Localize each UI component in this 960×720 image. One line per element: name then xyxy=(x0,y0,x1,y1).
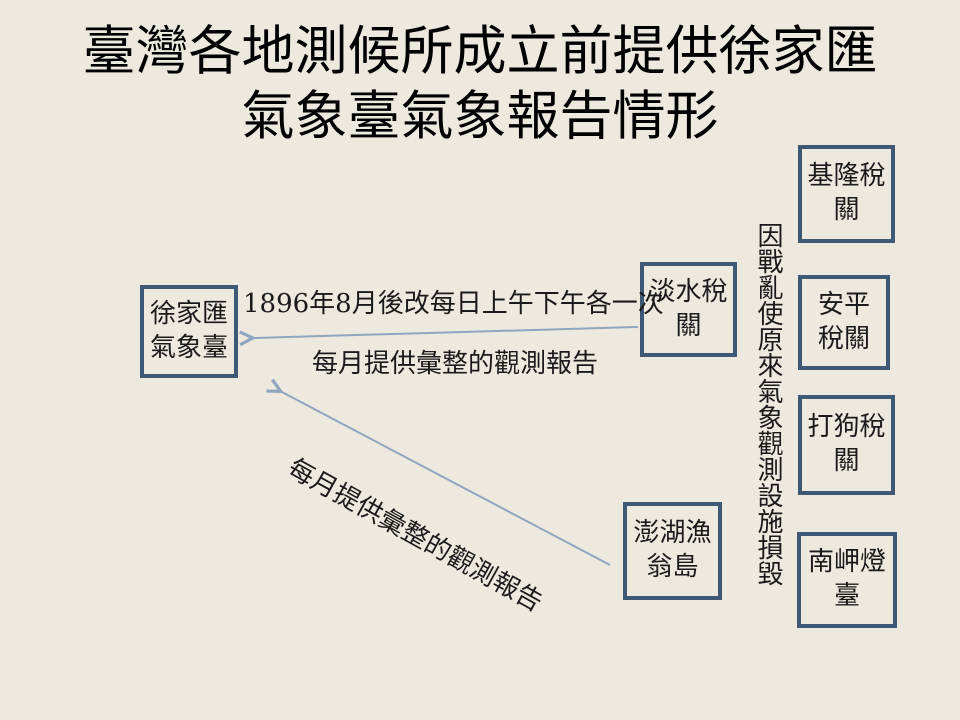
box-takow-line1: 打狗稅 xyxy=(807,412,886,443)
box-keelung-customs: 基隆稅 關 xyxy=(798,145,895,243)
box-takow-line2: 關 xyxy=(833,446,860,476)
box-xujiahui-observatory: 徐家匯 氣象臺 xyxy=(140,285,238,378)
slide-title-line2: 氣象臺氣象報告情形 xyxy=(241,85,719,147)
box-anping-customs: 安平 稅關 xyxy=(798,275,890,370)
label-monthly-report-tamsui: 每月提供彙整的觀測報告 xyxy=(312,349,599,379)
box-south-cape-line2: 臺 xyxy=(833,581,860,611)
box-tamsui-line2: 關 xyxy=(675,310,702,341)
box-tamsui-line1: 淡水稅 xyxy=(649,276,728,307)
arrow-tamsui-to-shanghai xyxy=(252,326,639,338)
box-anping-line2: 稅關 xyxy=(817,323,870,354)
label-monthly-report-penghu: 每月提供彙整的觀測報告 xyxy=(282,453,548,619)
box-south-cape-line1: 南岬燈 xyxy=(807,547,886,578)
slide-title: 臺灣各地測候所成立前提供徐家匯 氣象臺氣象報告情形 xyxy=(0,20,960,149)
box-xujiahui-line1: 徐家匯 xyxy=(149,298,228,329)
label-1896-schedule: 1896年8月後改每日上午下午各一次 xyxy=(243,289,664,319)
box-takow-customs: 打狗稅 關 xyxy=(798,395,895,495)
box-anping-line1: 安平 xyxy=(817,289,870,320)
slide-title-line1: 臺灣各地測候所成立前提供徐家匯 xyxy=(82,21,878,82)
box-penghu-line1: 澎湖漁 xyxy=(633,518,712,549)
box-penghu-yuwengdao: 澎湖漁 翁島 xyxy=(623,502,722,600)
box-south-cape-lighthouse: 南岬燈 臺 xyxy=(797,532,897,628)
box-tamsui-customs: 淡水稅 關 xyxy=(640,262,737,357)
box-penghu-line2: 翁島 xyxy=(646,552,699,582)
label-war-damage-vertical: 因戰亂使原來氣象觀測設施損毀 xyxy=(753,222,783,586)
box-xujiahui-line2: 氣象臺 xyxy=(149,332,228,363)
box-keelung-line2: 關 xyxy=(833,195,860,225)
box-keelung-line1: 基隆稅 xyxy=(807,161,886,192)
